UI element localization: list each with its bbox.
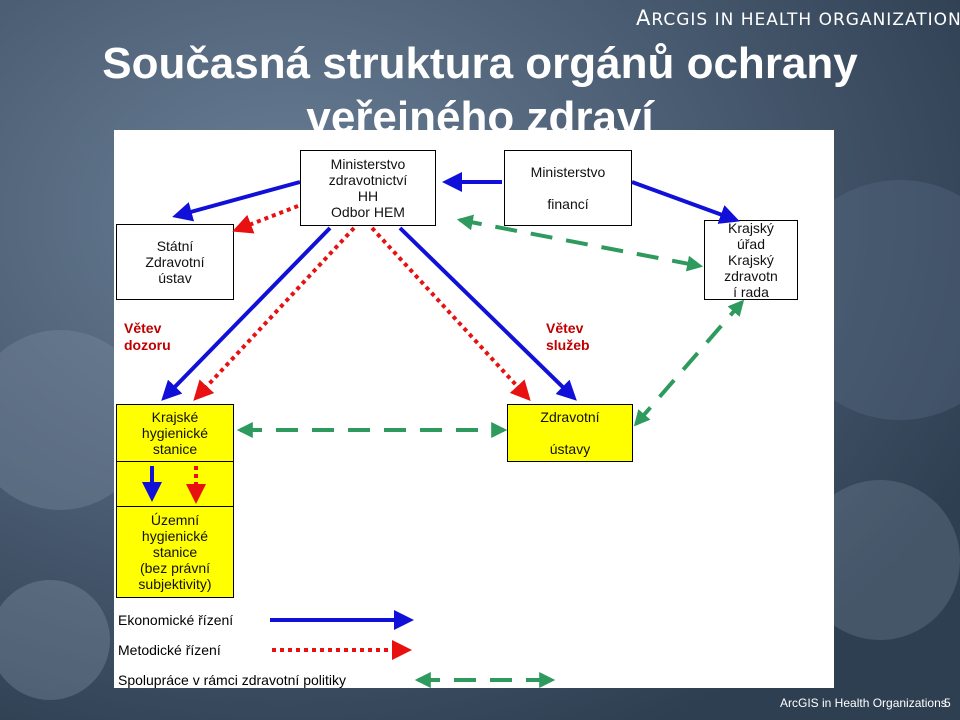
arrow-ministry-to-facilities-methodical (370, 226, 531, 401)
ministry-finance-box: Ministerstvo financí (504, 150, 632, 226)
arrow-facilities-region-cooperation (633, 299, 745, 427)
arrow-ministry-to-institute (172, 180, 301, 222)
regional-office-box: Krajský úřad Krajský zdravotn í rada (704, 220, 798, 300)
supervision-branch-label: Větev dozoru (124, 320, 171, 353)
brand-logo: ARCGIS IN HEALTH ORGANIZATIONS (636, 6, 960, 30)
health-facilities-box: Zdravotní ústavy (507, 404, 633, 462)
legend-methodical-label: Metodické řízení (118, 642, 221, 658)
territorial-hygiene-box: Územní hygienické stanice (bez právní su… (116, 506, 234, 598)
arrow-ministry-to-institute-methodical (232, 204, 299, 234)
regional-hygiene-box: Krajské hygienické stanice (116, 404, 234, 462)
cooperation-arrows (236, 214, 745, 688)
yellow-connector (116, 462, 234, 506)
arrow-ministry-to-regional-hygiene (161, 226, 332, 401)
slide-title-line-1: Současná struktura orgánů ochrany (102, 39, 858, 88)
state-health-institute-box: Státní Zdravotní ústav (116, 224, 234, 300)
arrow-finance-to-region (631, 180, 740, 224)
methodical-arrows (186, 204, 531, 660)
services-branch-label: Větev služeb (546, 320, 590, 353)
legend-cooperation-label: Spolupráce v rámci zdravotní politiky (118, 672, 346, 688)
arrow-ministry-region-cooperation (456, 214, 704, 272)
economic-arrows (142, 172, 740, 630)
ministry-health-box: Ministerstvo zdravotnictví HH Odbor HEM (300, 150, 436, 226)
page-number: 5 (944, 696, 951, 710)
arrow-ministry-to-facilities (398, 226, 577, 401)
footer-text: ArcGIS in Health Organizations (780, 696, 947, 710)
arrow-ministry-to-regional-methodical (193, 226, 356, 401)
legend-economic-label: Ekonomické řízení (118, 612, 234, 628)
